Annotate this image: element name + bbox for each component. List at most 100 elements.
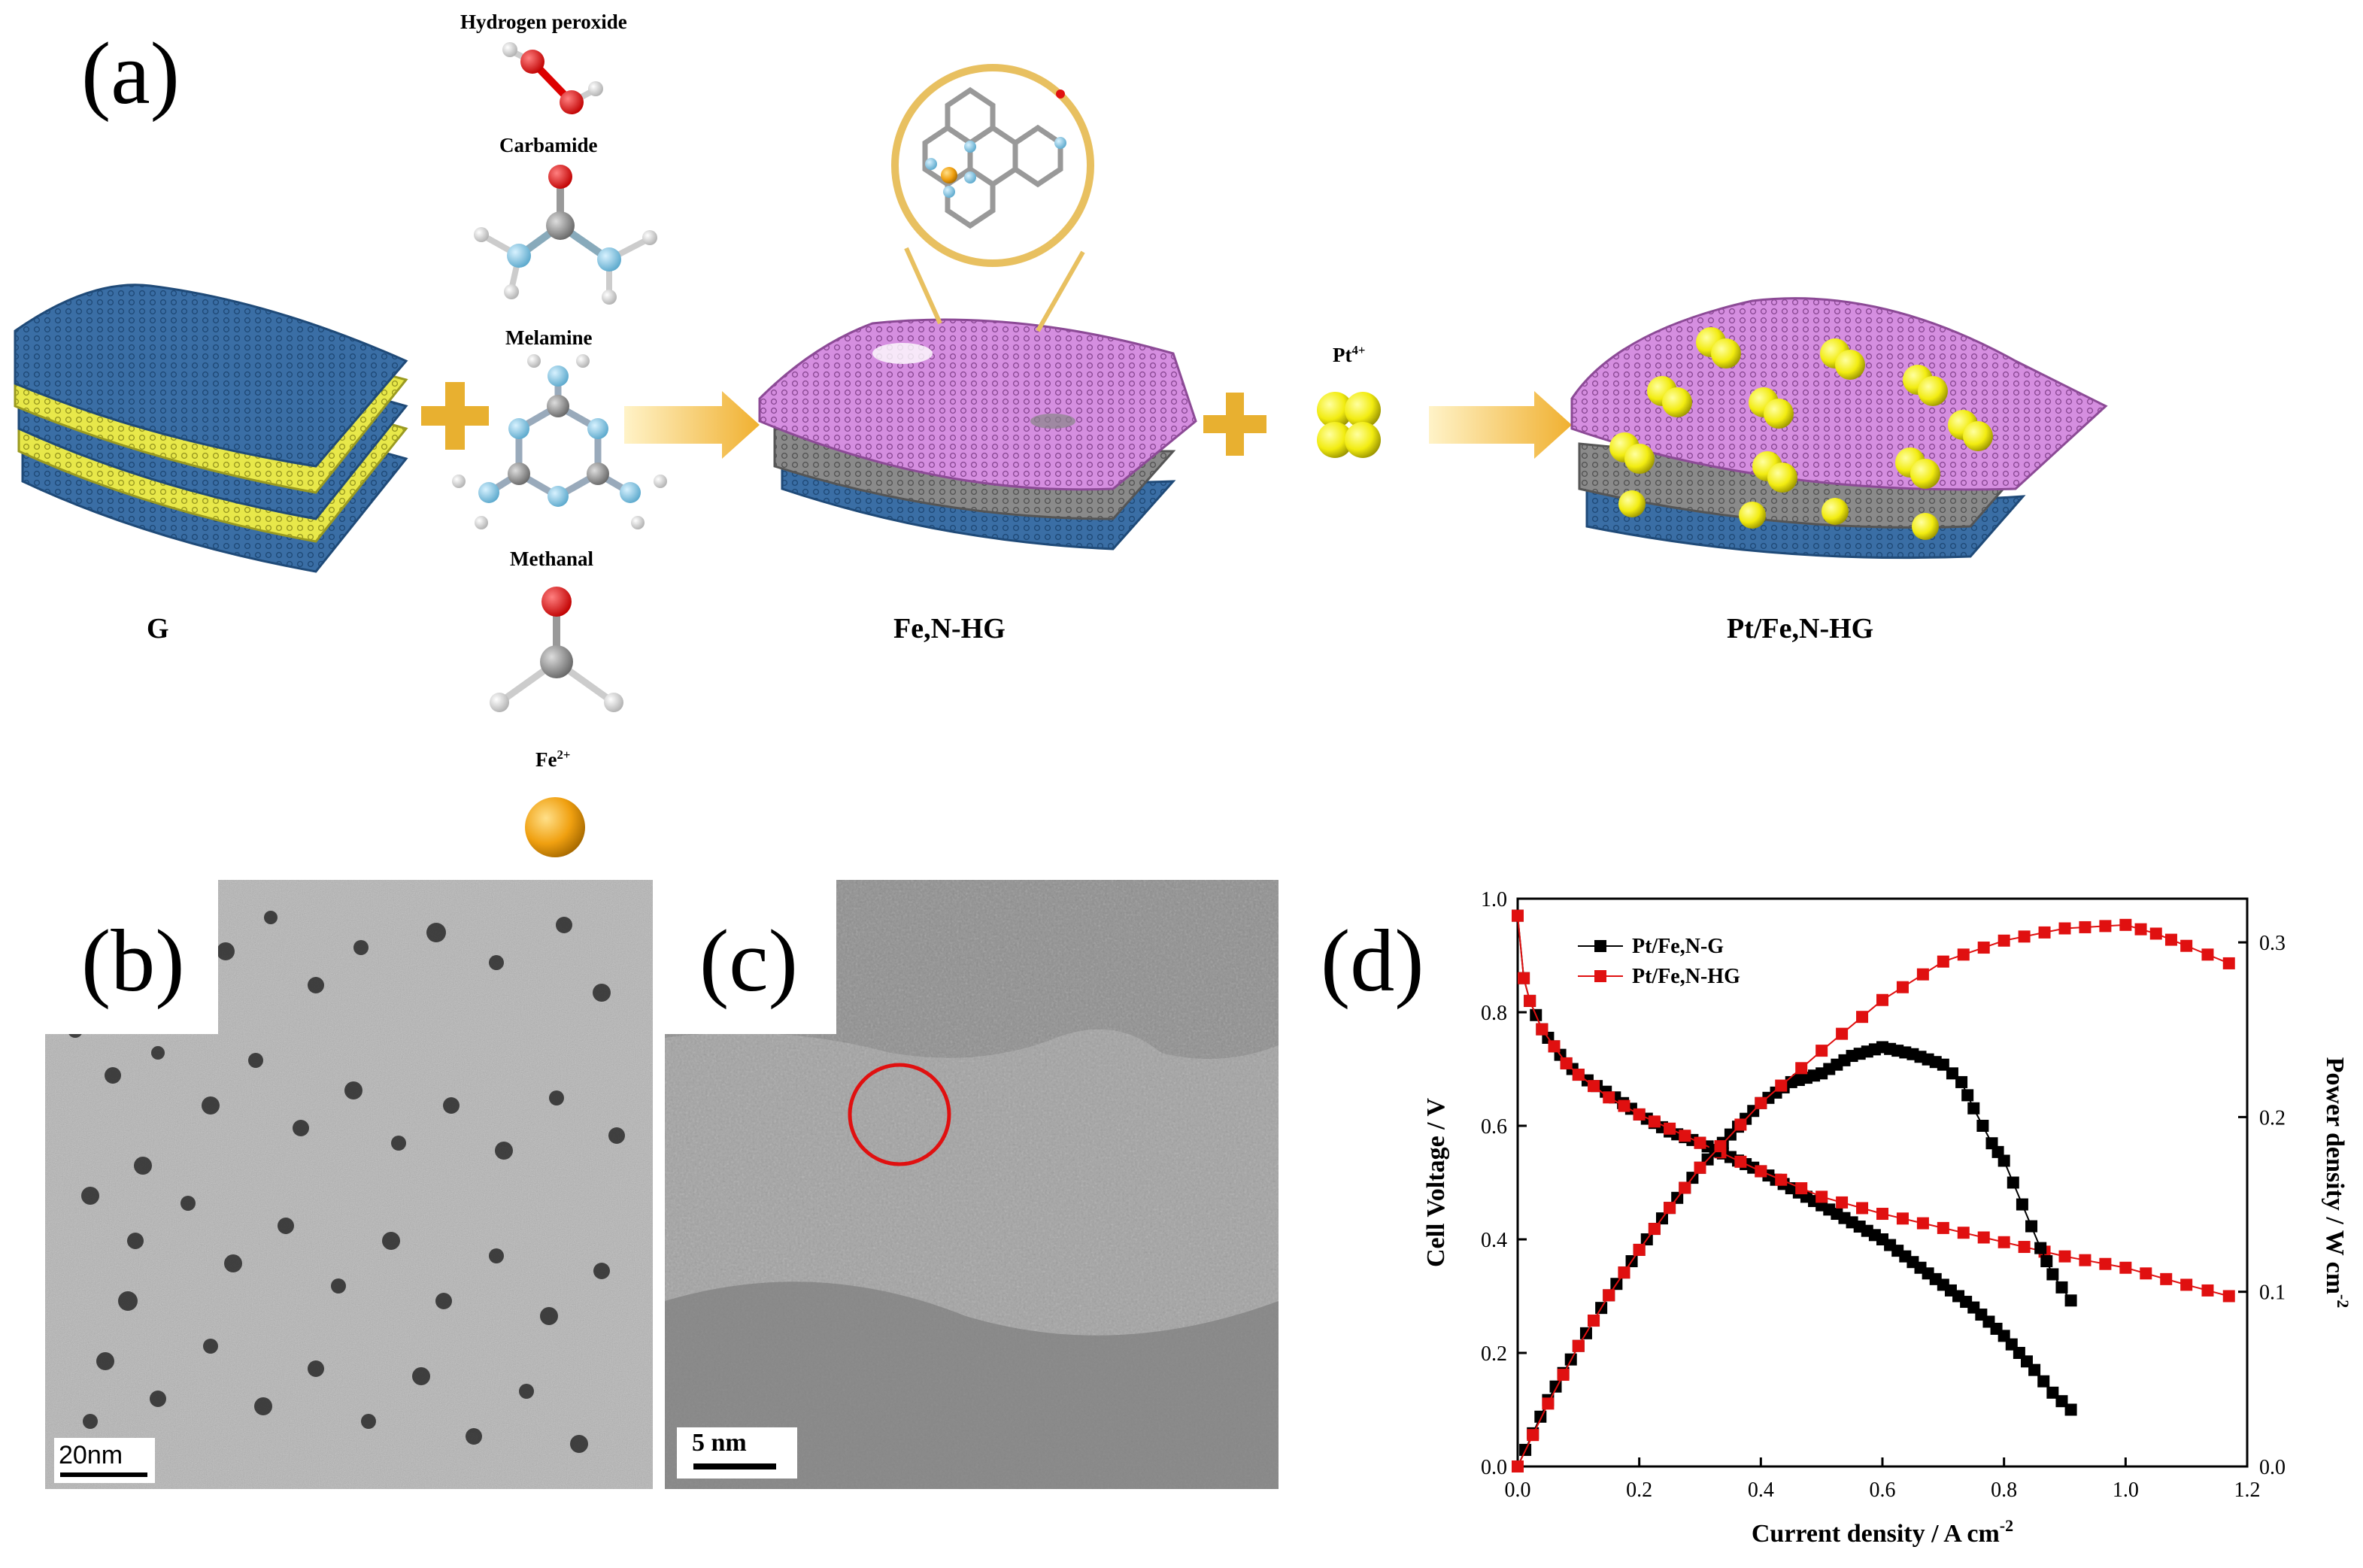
carbamide-molecule — [474, 165, 657, 305]
series-line-0 — [1517, 915, 2072, 1411]
data-point — [2007, 1176, 2019, 1189]
data-point — [1775, 1173, 1788, 1186]
data-point — [1997, 934, 2010, 947]
data-point — [1603, 1289, 1615, 1302]
data-point — [1618, 1099, 1630, 1112]
x-axis-title: Current density / A cm-2 — [1752, 1516, 2013, 1548]
pt-ion-label: Pt4+ — [1333, 343, 1366, 366]
x-tick-label: 1.0 — [2113, 1479, 2139, 1502]
fe-n-hg-label: Fe,N-HG — [893, 613, 1006, 644]
x-tick-label: 0.4 — [1748, 1479, 1774, 1502]
data-point — [2046, 1386, 2059, 1399]
data-point — [1977, 1231, 1990, 1244]
data-point — [1664, 1122, 1676, 1135]
highlight-circle — [848, 1063, 951, 1166]
pt-nanoparticles — [1609, 327, 1993, 540]
data-point — [2064, 1294, 2077, 1307]
fe-n-hg-sheet-illustration — [758, 318, 1197, 550]
carbamide-label: Carbamide — [499, 134, 598, 156]
legend-marker — [1594, 970, 1606, 982]
panel-a-letter: (a) — [81, 24, 180, 123]
data-point — [1512, 909, 1524, 922]
data-point — [1679, 1181, 1691, 1194]
x-tick-label: 0.2 — [1626, 1479, 1652, 1502]
y-left-tick-label: 0.0 — [1481, 1456, 1507, 1479]
data-point — [1876, 1208, 1888, 1221]
series-line-2 — [1517, 1046, 2072, 1467]
data-point — [2079, 920, 2092, 933]
data-point — [1714, 1140, 1727, 1153]
y-right-tick-label: 0.2 — [2259, 1106, 2286, 1130]
pt-fe-n-hg-label: Pt/Fe,N-HG — [1727, 613, 1874, 644]
data-point — [1518, 972, 1530, 984]
data-point — [1946, 1067, 1958, 1080]
panel-d-letter: (d) — [1321, 911, 1424, 1010]
data-point — [1795, 1062, 1808, 1075]
legend-label: Pt/Fe,N-HG — [1632, 965, 1740, 988]
data-point — [1588, 1315, 1600, 1327]
y-left-tick-label: 1.0 — [1481, 888, 1507, 911]
pt-cluster-icon — [1317, 392, 1381, 458]
data-point — [2058, 922, 2071, 935]
data-point — [2201, 948, 2214, 961]
data-point — [1664, 1202, 1676, 1215]
data-point — [1937, 955, 1949, 968]
data-point — [2201, 1284, 2214, 1297]
data-point — [1856, 1202, 1869, 1215]
plus-icon-1 — [421, 382, 489, 450]
data-point — [1937, 1221, 1949, 1234]
legend-marker — [1594, 940, 1606, 952]
data-point — [1618, 1266, 1630, 1279]
panel-b-letter: (b) — [81, 911, 185, 1010]
y-left-tick-label: 0.6 — [1481, 1115, 1507, 1139]
x-tick-label: 0.6 — [1870, 1479, 1896, 1502]
scalebar-b: 20nm — [54, 1438, 155, 1483]
data-point — [1734, 1118, 1747, 1131]
data-point — [2099, 920, 2112, 933]
arrow-icon-2 — [1429, 391, 1572, 459]
data-point — [2018, 1241, 2031, 1254]
data-point — [1527, 1429, 1539, 1442]
panel-c-letter: (c) — [699, 911, 798, 1010]
graphene-stack-illustration — [14, 284, 408, 573]
data-point — [2149, 927, 2162, 940]
data-point — [2058, 1250, 2071, 1263]
data-point — [2164, 933, 2177, 946]
data-point — [2119, 918, 2132, 931]
tem-image-c — [665, 880, 1279, 1489]
data-point — [1916, 1217, 1929, 1230]
data-point — [2079, 1254, 2092, 1266]
data-point — [2016, 1198, 2028, 1211]
data-point — [1679, 1130, 1691, 1142]
data-point — [1755, 1096, 1767, 1109]
y-left-tick-label: 0.4 — [1481, 1229, 1507, 1252]
data-point — [2140, 1267, 2152, 1280]
scalebar-c-bar — [693, 1463, 776, 1469]
data-point — [1997, 1154, 2010, 1167]
data-point — [1512, 1460, 1524, 1472]
tem-image-b — [45, 880, 653, 1489]
data-point — [1694, 1136, 1706, 1149]
data-point — [1836, 1196, 1849, 1209]
scalebar-b-bar — [60, 1472, 147, 1477]
data-point — [1815, 1190, 1828, 1203]
y-left-axis-title: Cell Voltage / V — [1422, 1098, 1450, 1268]
y-right-tick-label: 0.3 — [2259, 932, 2286, 955]
data-point — [1876, 993, 1888, 1006]
y-left-tick-label: 0.8 — [1481, 1002, 1507, 1025]
data-point — [1694, 1161, 1706, 1174]
data-point — [2099, 1257, 2112, 1270]
y-right-axis-title: Power density / W cm-2 — [2321, 1057, 2352, 1309]
fe-ion-sphere — [525, 797, 585, 857]
data-point — [1775, 1079, 1788, 1092]
data-point — [1836, 1027, 1849, 1040]
x-tick-label: 1.2 — [2234, 1479, 2261, 1502]
data-point — [1961, 1089, 1974, 1102]
data-point — [2180, 939, 2193, 952]
data-point — [1603, 1091, 1615, 1104]
legend-label: Pt/Fe,N-G — [1632, 935, 1724, 958]
data-point — [1734, 1155, 1747, 1168]
data-point — [2025, 1220, 2038, 1233]
data-point — [1560, 1057, 1573, 1069]
synthesis-scheme — [14, 42, 2108, 857]
